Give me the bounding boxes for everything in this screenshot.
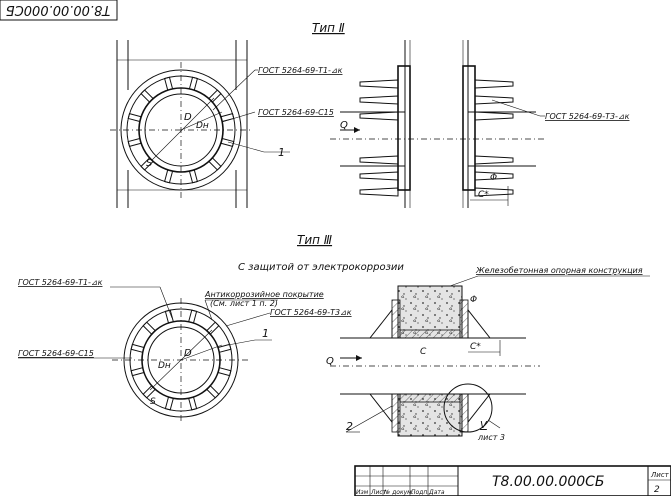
type2-title: Тип Ⅱ [312,21,345,35]
type3-dim-c: C* [470,342,481,352]
type3-side-view: Q C* C Φ 2 V лист 3 [326,275,650,442]
rib [208,157,222,171]
type3-callout-coating-1: Антикоррозийное покрытие [204,290,324,299]
type3-dim-d: D [184,348,192,359]
rib [142,385,156,399]
type3-part1-label: 1 [262,327,269,340]
type2-dim-c: C* [478,190,489,200]
side-rib [474,111,514,121]
type2-dim-phi: Φ [490,173,497,183]
title-block-sheet-label: Лист [650,471,670,479]
title-block-header: № докум. [383,489,414,496]
type2-side-view: Q C* Φ [330,40,545,208]
type3-callout-t3: ГОСТ 5264-69-Т3⊿к [270,308,352,317]
corner-stamp: T8.00.00.000СБ [0,0,118,21]
type2-callout-ak: ГОСТ 5264-69-Т1-⊿к [258,66,343,75]
type3-dim-dh: Dн [158,361,171,371]
type2-dim-d: D [184,112,192,123]
type3-callout-support: Железобетонная опорная конструкция [475,266,643,275]
type3-front-view: D Dн S 1 [18,286,278,422]
type2-callout-t3: ГОСТ 5264-69-Т3-⊿к [545,112,630,121]
rib [188,169,199,184]
title-block-header: Лист [370,489,387,496]
rib [127,112,142,123]
rib [163,76,174,91]
rib [140,89,154,103]
title-block-header: Подп. [411,489,429,496]
rib [188,396,198,411]
title-block-designation: Т8.00.00.000СБ [492,474,605,490]
rib [208,89,222,103]
side-rib [359,187,399,197]
rib [188,76,199,91]
title-block-header: Изм [356,489,369,496]
type2-part-label: 1 [278,146,285,159]
type2-callout-c15: ГОСТ 5264-69-С15 [258,108,334,117]
side-rib [359,111,399,121]
type3-callout-c15: ГОСТ 5264-69-С15 [18,349,94,358]
type3-dim-c2: C [420,347,427,357]
rib [142,321,156,335]
side-rib [474,95,514,105]
rib [140,157,154,171]
type3-callout-coating-2: (См. лист 1 п. 2) [210,299,278,308]
type2-dim-s: S [146,158,153,169]
type3-section: Тип Ⅲ С защитой от электрокоррозии D Dн … [18,233,650,442]
corner-stamp-text: T8.00.00.000СБ [6,2,111,17]
type3-view-sheet: лист 3 [477,433,505,442]
side-rib [474,171,514,181]
rib [130,343,145,353]
title-block-header: Дата [428,489,445,496]
type3-dim-phi: Φ [470,295,477,305]
detail-circle [443,383,493,433]
title-block-sheet-number: 2 [654,485,660,495]
type2-flow: Q [340,120,348,131]
type2-section: Тип Ⅱ D Dн S [110,21,630,208]
side-rib [474,187,514,197]
type3-dim-s: S [150,397,156,407]
rib [220,137,235,148]
rib [206,385,220,399]
side-rib [359,155,399,165]
type3-part2-label: 2 [346,420,353,433]
type2-dim-dh: Dн [196,121,209,131]
type3-view-mark: V [480,420,488,431]
rib [206,321,220,335]
rib [188,309,198,324]
side-rib [359,171,399,181]
rib [217,343,232,353]
rib [217,367,232,377]
side-rib [359,79,399,89]
rib [164,309,174,324]
rib [127,137,142,148]
type3-flow: Q [326,356,334,367]
side-rib [474,155,514,165]
rib [163,169,174,184]
rib [130,367,145,377]
side-rib [474,79,514,89]
type3-subtitle: С защитой от электрокоррозии [238,262,404,273]
rib [164,396,174,411]
type3-callout-ak: ГОСТ 5264-69-Т1-⊿к [18,278,103,287]
type3-title: Тип Ⅲ [297,233,332,247]
type2-front-view: D Dн S 1 [110,40,290,208]
side-rib [359,95,399,105]
